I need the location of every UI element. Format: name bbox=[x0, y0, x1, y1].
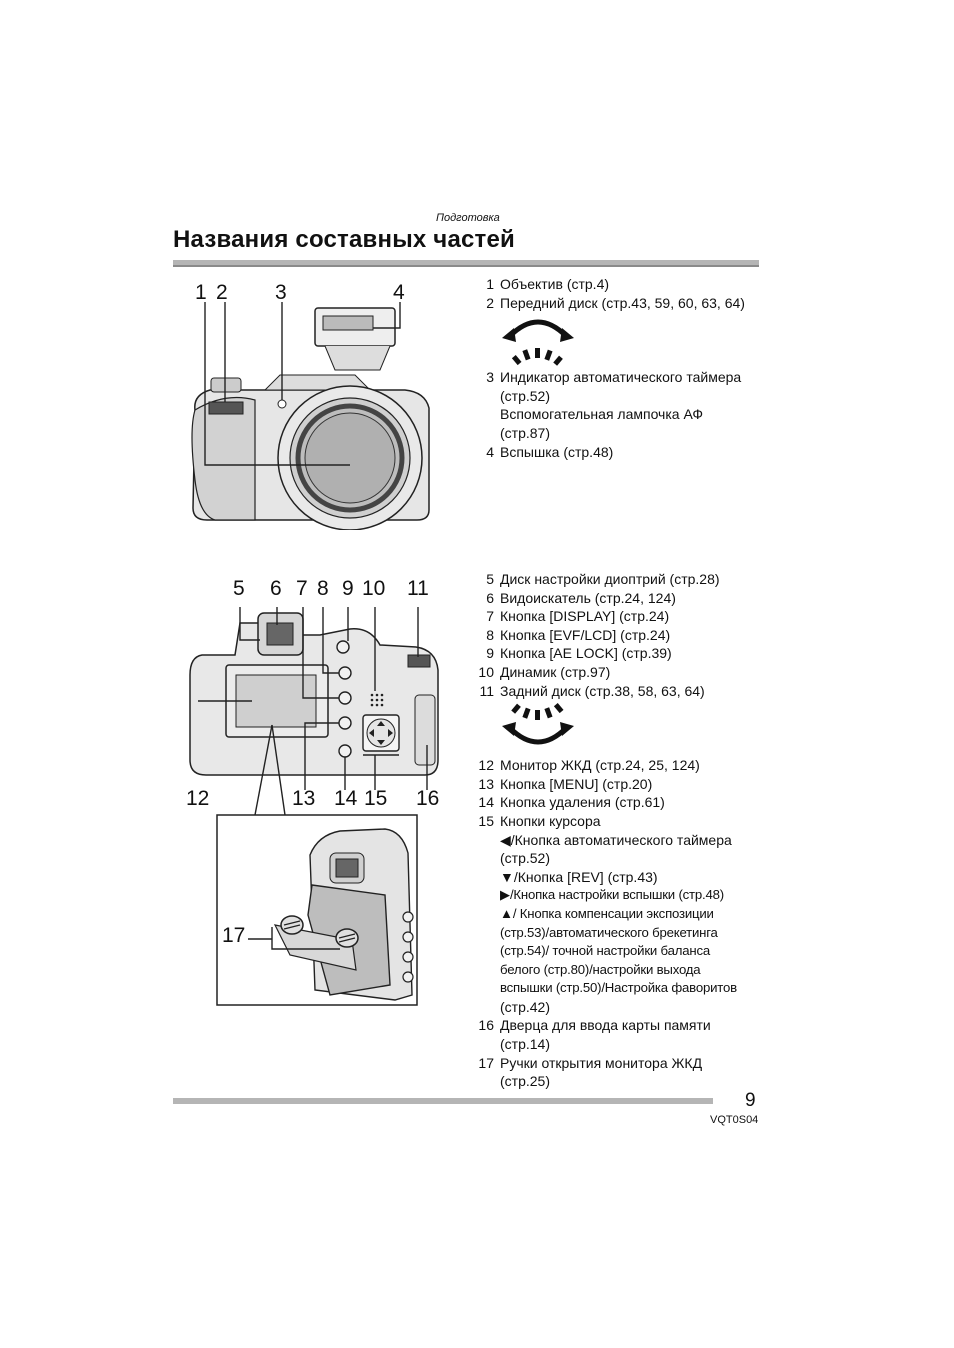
callout-10: 10 bbox=[362, 577, 386, 600]
cursor-line: (стр.42) bbox=[500, 998, 550, 1015]
callout-3: 3 bbox=[275, 281, 287, 304]
callout-4: 4 bbox=[393, 281, 405, 304]
title-rule bbox=[173, 260, 759, 266]
callout-15: 15 bbox=[364, 787, 388, 810]
camera-rear-illustration bbox=[189, 607, 439, 1006]
callout-11: 11 bbox=[407, 577, 429, 600]
page-number: 9 bbox=[745, 1090, 756, 1111]
cursor-line: ▼/Кнопка [REV] (стр.43) bbox=[500, 868, 658, 885]
callout-17: 17 bbox=[222, 924, 246, 947]
camera-front-illustration bbox=[191, 302, 430, 530]
page-title: Названия составных частей bbox=[173, 226, 515, 253]
callout-12: 12 bbox=[186, 787, 210, 810]
list-item: 3 Индикатор автоматического таймера bbox=[486, 369, 742, 386]
callout-7: 7 bbox=[296, 577, 308, 600]
title-rule-shadow bbox=[173, 265, 759, 267]
callout-5: 5 bbox=[233, 577, 245, 600]
list-item: 2 Передний диск (стр.43, 59, 60, 63, 64) bbox=[486, 294, 745, 311]
cursor-line: вспышки (стр.50)/Настройка фаворитов bbox=[500, 980, 737, 996]
callout-9: 9 bbox=[342, 577, 354, 600]
callout-2: 2 bbox=[216, 281, 228, 304]
callout-14: 14 bbox=[334, 787, 358, 810]
front-parts-list: 1 Объектив (стр.4) 2 Передний диск (стр.… bbox=[472, 275, 772, 461]
callout-1: 1 bbox=[195, 281, 207, 304]
front-dial-icon bbox=[500, 312, 772, 368]
cursor-line: (стр.53)/автоматического брекетинга bbox=[500, 924, 718, 940]
callout-13: 13 bbox=[292, 787, 316, 810]
cursor-line: (стр.54)/ точной настройки баланса bbox=[500, 943, 710, 959]
cursor-line: ▲/ Кнопка компенсации экспозиции bbox=[500, 905, 714, 921]
list-item: 1 Объектив (стр.4) bbox=[486, 276, 610, 292]
section-label: Подготовка bbox=[436, 212, 500, 224]
rear-dial-icon bbox=[500, 700, 772, 756]
cursor-line: белого (стр.80)/настройки выхода bbox=[500, 961, 701, 977]
cursor-line: ◀/Кнопка автоматического таймера bbox=[500, 831, 732, 848]
cursor-line: ▶/Кнопка настройки вспышки (стр.48) bbox=[500, 887, 724, 903]
list-item: 4 Вспышка (стр.48) bbox=[486, 443, 614, 460]
callout-6: 6 bbox=[270, 577, 282, 600]
document-code: VQT0S04 bbox=[710, 1114, 759, 1126]
footer-rule bbox=[173, 1098, 713, 1104]
callout-8: 8 bbox=[317, 577, 329, 600]
cursor-line: (стр.52) bbox=[500, 850, 550, 867]
callout-16: 16 bbox=[416, 787, 440, 810]
